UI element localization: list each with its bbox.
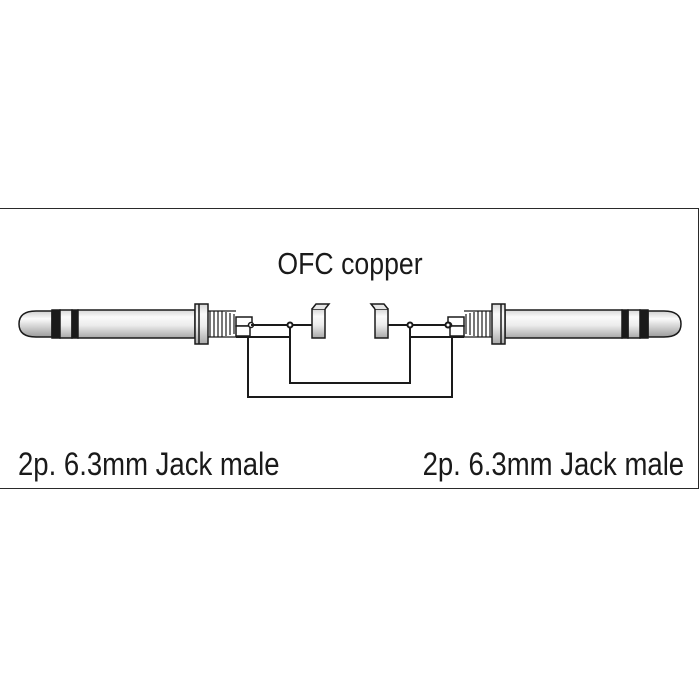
right-connector-label: 2p. 6.3mm Jack male — [422, 446, 684, 482]
cable-end-right — [369, 303, 389, 339]
cable-wire-icon — [236, 321, 464, 398]
diagram-frame — [0, 208, 699, 489]
jack-plug-right-icon — [445, 303, 682, 345]
diagram-title: OFC copper — [277, 246, 423, 281]
cable-end-left — [311, 303, 331, 339]
left-connector-label: 2p. 6.3mm Jack male — [18, 446, 280, 482]
jack-plug-left-icon — [18, 303, 255, 345]
